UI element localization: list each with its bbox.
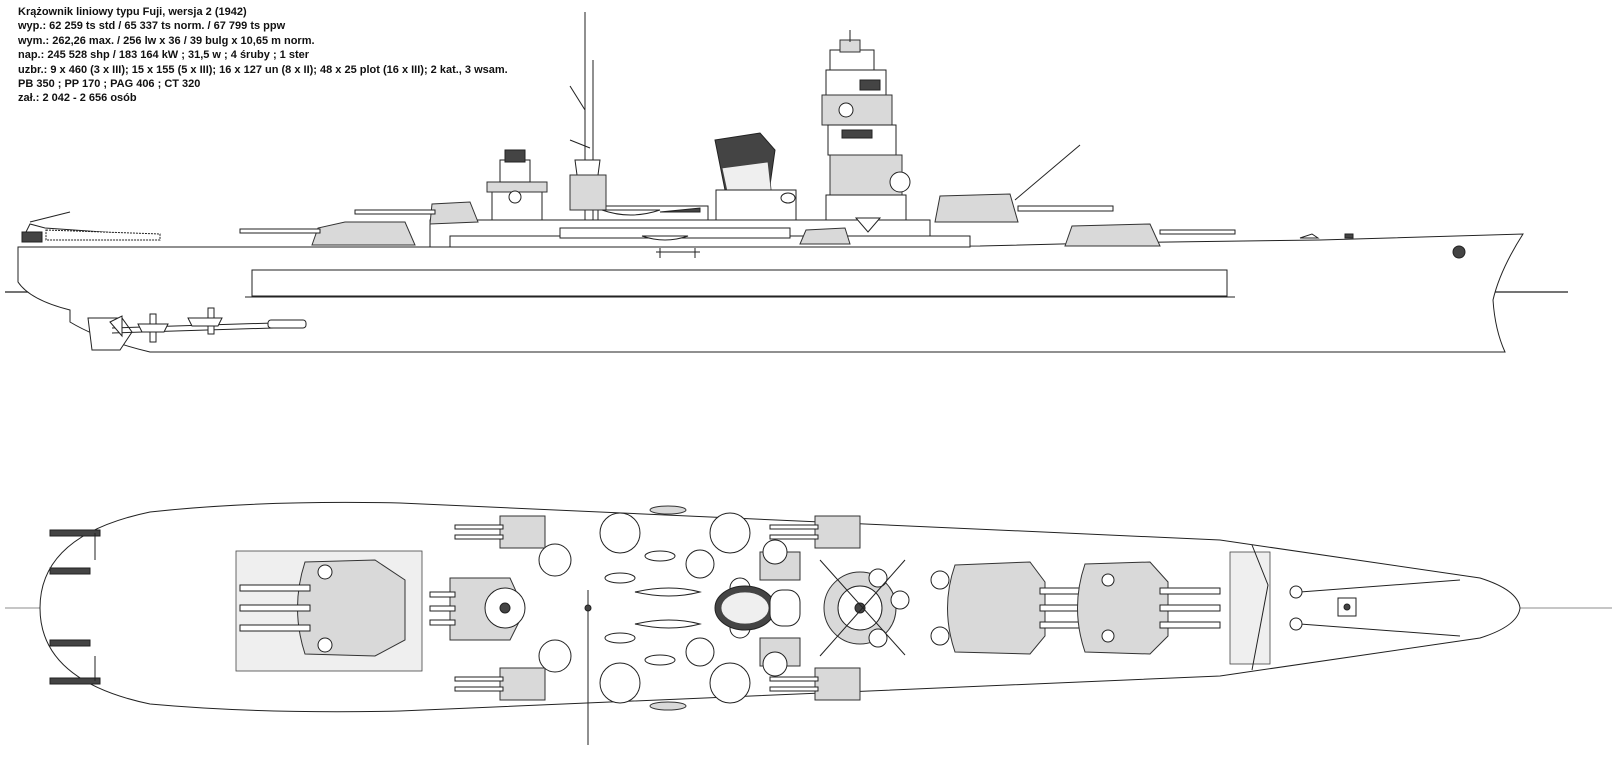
spec-displacement: wyp.: 62 259 ts std / 65 337 ts norm. / … <box>18 20 286 33</box>
forward-turret-plan <box>947 561 1221 655</box>
forward-turret-profile <box>799 144 1236 247</box>
aft-turret-profile <box>239 201 479 246</box>
mainmast <box>569 12 607 220</box>
aa-gun-tubs <box>538 512 950 704</box>
funnel-plan <box>714 585 801 631</box>
spec-dimensions: wym.: 262,26 max. / 256 lw x 36 / 39 bul… <box>18 34 315 47</box>
spec-propulsion: nap.: 245 528 shp / 183 164 kW ; 31,5 w … <box>18 49 310 62</box>
spec-block: Krążownik liniowy typu Fuji, wersja 2 (1… <box>18 5 508 106</box>
armor-belt <box>251 269 1228 297</box>
aft-turret-plan <box>239 559 526 657</box>
stern-cranes <box>49 529 101 685</box>
funnel <box>714 132 797 221</box>
bow-windlass <box>1251 544 1461 671</box>
pagoda-bridge <box>821 30 911 233</box>
spec-armament: uzbr.: 9 x 460 (3 x III); 15 x 155 (5 x … <box>18 63 508 76</box>
pagoda-plan <box>819 559 910 657</box>
secondary-turrets <box>454 515 861 701</box>
aft-crane <box>21 211 161 243</box>
deck-boats <box>604 505 702 711</box>
spec-armor: PB 350 ; PP 170 ; PAG 406 ; CT 320 <box>18 78 201 91</box>
after-tower <box>486 149 548 221</box>
hull-profile <box>17 233 1524 353</box>
ship-title: Krążownik liniowy typu Fuji, wersja 2 (1… <box>18 6 247 18</box>
anchor-hawse <box>1452 245 1466 259</box>
boat <box>601 209 661 216</box>
spec-crew: zał.: 2 042 - 2 656 osób <box>18 92 137 105</box>
top-plan-view <box>5 501 1612 745</box>
side-profile-view <box>5 12 1568 353</box>
